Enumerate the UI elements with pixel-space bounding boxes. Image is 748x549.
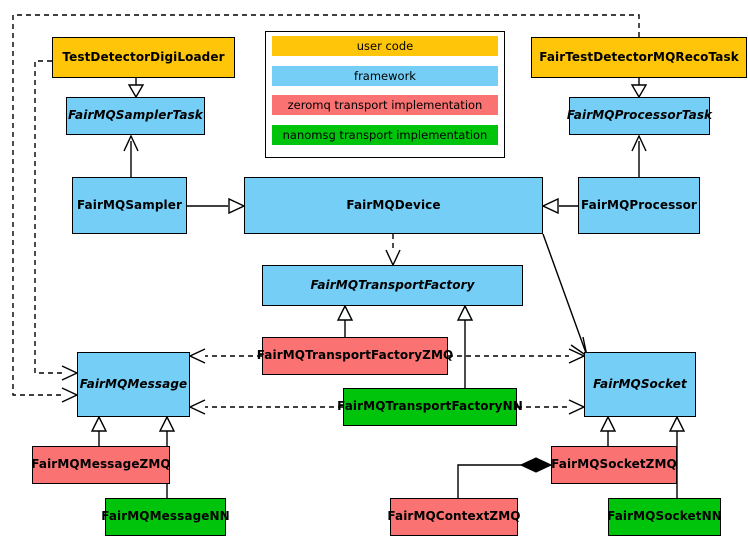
edge-messagezmq-to-message <box>90 415 108 446</box>
class-node-fairmqsocketzmq[interactable]: FairMQSocketZMQ <box>551 446 677 484</box>
class-node-fairmqsocketnn[interactable]: FairMQSocketNN <box>607 498 722 536</box>
legend-item-nanomsg: nanomsg transport implementation <box>272 125 498 145</box>
edge-processor-to-device <box>541 197 578 215</box>
edge-device-to-transportfactory <box>385 234 401 267</box>
edge-digiloader-to-samplertask <box>127 78 145 99</box>
edge-factorynn-to-socket <box>517 399 586 415</box>
class-node-fairtestdetectormqrecotask[interactable]: FairTestDetectorMQRecoTask <box>531 37 747 78</box>
class-node-fairmqmessagezmq[interactable]: FairMQMessageZMQ <box>31 446 171 484</box>
edge-factoryzmq-to-transportfactory <box>336 304 354 337</box>
class-node-fairmqmessage[interactable]: FairMQMessage <box>77 352 190 417</box>
class-node-fairmqcontextzmq[interactable]: FairMQContextZMQ <box>387 498 520 536</box>
class-node-fairmqmessagenn[interactable]: FairMQMessageNN <box>101 498 230 536</box>
legend-item-zeromq: zeromq transport implementation <box>272 95 498 115</box>
edge-socketzmq-composition-contextzmq <box>457 457 553 498</box>
edge-recotask-to-processortask <box>630 78 648 99</box>
edge-processor-to-processortask <box>631 134 647 177</box>
legend-item-framework: framework <box>272 66 498 86</box>
class-node-fairmqdevice[interactable]: FairMQDevice <box>244 177 543 234</box>
edge-factorynn-to-transportfactory <box>456 304 474 388</box>
class-node-fairmqprocessortask[interactable]: FairMQProcessorTask <box>567 97 712 135</box>
class-node-fairmqtransportfactoryzmq[interactable]: FairMQTransportFactoryZMQ <box>257 337 453 375</box>
edge-factoryzmq-to-socket <box>448 348 586 364</box>
edge-factorynn-to-message <box>188 399 343 415</box>
edge-factoryzmq-to-message <box>188 348 262 364</box>
edge-socketzmq-to-socket <box>599 415 617 446</box>
edge-sampler-to-device <box>187 197 246 215</box>
edge-sampler-to-samplertask <box>123 134 139 177</box>
class-node-fairmqsampler[interactable]: FairMQSampler <box>72 177 187 234</box>
class-node-fairmqtransportfactory[interactable]: FairMQTransportFactory <box>262 265 523 306</box>
class-node-fairmqsocket[interactable]: FairMQSocket <box>584 352 696 417</box>
class-node-fairmqtransportfactorynn[interactable]: FairMQTransportFactoryNN <box>337 388 523 426</box>
class-node-fairmqprocessor[interactable]: FairMQProcessor <box>578 177 700 234</box>
edge-device-to-socket <box>542 233 589 358</box>
class-node-fairmqsamplertask[interactable]: FairMQSamplerTask <box>66 97 205 135</box>
legend-item-user-code: user code <box>272 36 498 56</box>
class-node-testdetectordigiloader[interactable]: TestDetectorDigiLoader <box>52 37 235 78</box>
